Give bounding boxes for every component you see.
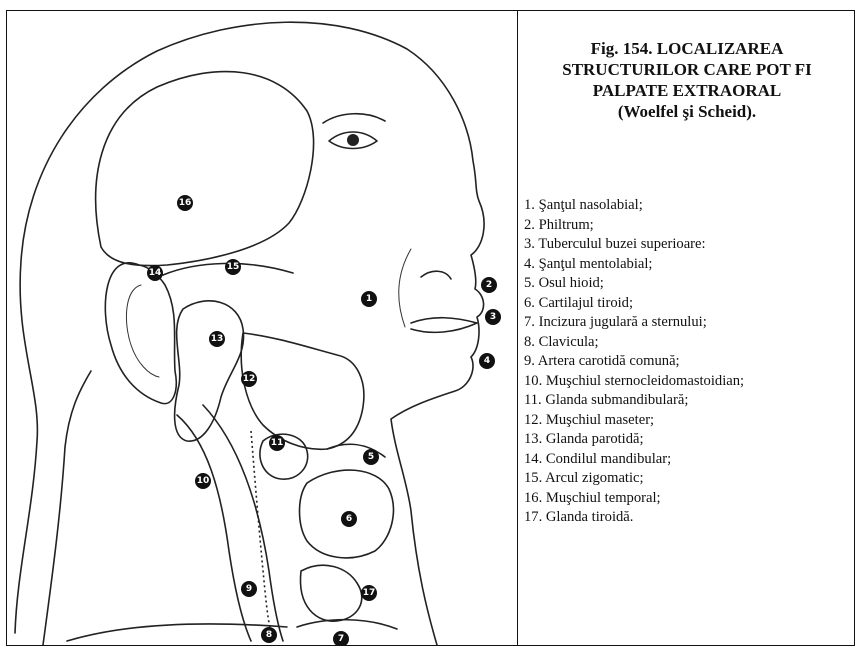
marker-9: 9 — [241, 581, 257, 597]
legend-item-16: 16. Muşchiul temporal; — [524, 489, 744, 509]
svg-text:1: 1 — [366, 294, 372, 304]
svg-text:3: 3 — [490, 312, 496, 322]
legend-item-5: 5. Osul hioid; — [524, 274, 744, 294]
masseter-muscle — [241, 333, 364, 449]
marker-15: 15 — [225, 259, 241, 275]
lips — [411, 318, 477, 333]
marker-10: 10 — [195, 473, 211, 489]
legend-item-12: 12. Muşchiul maseter; — [524, 411, 744, 431]
marker-14: 14 — [147, 265, 163, 281]
ear-outline — [105, 263, 176, 404]
temporal-muscle — [96, 72, 314, 266]
svg-text:5: 5 — [368, 452, 374, 462]
marker-6: 6 — [341, 511, 357, 527]
sternal-notch — [297, 620, 397, 629]
marker-13: 13 — [209, 331, 225, 347]
svg-text:13: 13 — [211, 334, 224, 344]
neck-back-line — [43, 371, 91, 645]
figure-caption: Fig. 154. LOCALIZAREA STRUCTURILOR CARE … — [519, 38, 855, 122]
svg-text:4: 4 — [484, 356, 490, 366]
legend-item-15: 15. Arcul zigomatic; — [524, 469, 744, 489]
svg-text:7: 7 — [338, 634, 344, 644]
ear-inner — [126, 285, 159, 377]
eye-iris — [347, 134, 359, 146]
marker-4: 4 — [479, 353, 495, 369]
legend-item-17: 17. Glanda tiroidă. — [524, 508, 744, 528]
svg-text:8: 8 — [266, 630, 272, 640]
head-neck-illustration: 1 2 3 4 5 6 7 8 9 10 11 12 13 14 15 16 1… — [7, 11, 517, 645]
caption-line-4: (Woelfel şi Scheid). — [519, 101, 855, 122]
eyebrow — [323, 114, 385, 123]
thyroid-gland — [300, 565, 361, 621]
marker-2: 2 — [481, 277, 497, 293]
legend-item-1: 1. Şanţul nasolabial; — [524, 196, 744, 216]
svg-text:10: 10 — [197, 476, 210, 486]
marker-7: 7 — [333, 631, 349, 645]
svg-text:6: 6 — [346, 514, 352, 524]
marker-11: 11 — [269, 435, 285, 451]
svg-text:9: 9 — [246, 584, 252, 594]
marker-16: 16 — [177, 195, 193, 211]
marker-8: 8 — [261, 627, 277, 643]
legend-item-10: 10. Muşchiul sternocleidomastoidian; — [524, 372, 744, 392]
caption-line-2: STRUCTURILOR CARE POT FI — [519, 59, 855, 80]
svg-text:16: 16 — [179, 198, 192, 208]
nostril — [421, 271, 451, 279]
caption-line-3: PALPATE EXTRAORAL — [519, 80, 855, 101]
svg-text:12: 12 — [243, 374, 256, 384]
svg-text:11: 11 — [271, 438, 284, 448]
legend-item-8: 8. Clavicula; — [524, 333, 744, 353]
legend-item-7: 7. Incizura jugulară a sternului; — [524, 313, 744, 333]
clavicle — [67, 624, 287, 641]
caption-line-1: Fig. 154. LOCALIZAREA — [519, 38, 855, 59]
legend-item-4: 4. Şanţul mentolabial; — [524, 255, 744, 275]
svg-text:15: 15 — [227, 262, 240, 272]
legend-item-14: 14. Condilul mandibular; — [524, 450, 744, 470]
legend-item-3: 3. Tuberculul buzei superioare: — [524, 235, 744, 255]
legend-item-9: 9. Artera carotidă comună; — [524, 352, 744, 372]
legend-list: 1. Şanţul nasolabial; 2. Philtrum; 3. Tu… — [524, 196, 744, 528]
marker-5: 5 — [363, 449, 379, 465]
sternocleidomastoid-muscle — [177, 415, 251, 641]
nasolabial-fold — [399, 249, 411, 327]
marker-1: 1 — [361, 291, 377, 307]
marker-3: 3 — [485, 309, 501, 325]
svg-text:14: 14 — [149, 268, 162, 278]
marker-12: 12 — [241, 371, 257, 387]
parotid-gland — [175, 301, 244, 441]
legend-item-13: 13. Glanda parotidă; — [524, 430, 744, 450]
legend-item-11: 11. Glanda submandibulară; — [524, 391, 744, 411]
marker-17: 17 — [361, 585, 377, 601]
svg-text:2: 2 — [486, 280, 492, 290]
svg-text:17: 17 — [363, 588, 376, 598]
legend-item-6: 6. Cartilajul tiroid; — [524, 294, 744, 314]
legend-item-2: 2. Philtrum; — [524, 216, 744, 236]
